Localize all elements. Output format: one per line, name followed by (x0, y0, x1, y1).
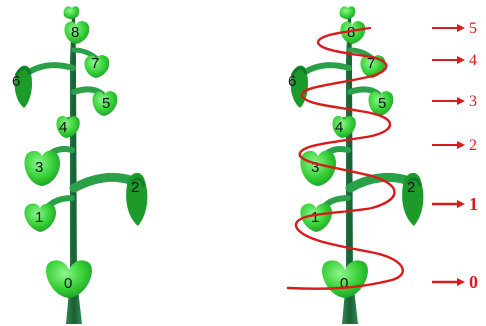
arrow-right-icon (457, 97, 465, 105)
petioles (302, 50, 406, 212)
shoot-tip (340, 6, 356, 19)
leaf-number: 2 (131, 179, 139, 196)
leaf-8: 8 (64, 21, 89, 44)
turn-marker-0: 0 (432, 272, 478, 292)
turn-label: 3 (469, 93, 477, 110)
turn-marker-2: 2 (432, 137, 477, 154)
turn-label: 0 (469, 272, 478, 292)
plant-left: 0 1 2 3 4 5 6 7 (12, 6, 147, 324)
shoot-tip (64, 6, 80, 19)
leaf-number: 8 (71, 24, 79, 41)
leaf-number: 6 (12, 73, 20, 90)
leaf-5: 5 (92, 91, 117, 116)
leaf-number: 1 (311, 209, 319, 226)
turn-marker-1: 1 (432, 194, 478, 214)
leaf-1: 1 (24, 204, 56, 232)
leaf-number: 0 (340, 275, 348, 292)
arrow-right-icon (457, 141, 465, 149)
arrow-right-icon (457, 56, 465, 64)
leaf-number: 4 (335, 119, 343, 136)
arrow-right-icon (457, 200, 465, 208)
leaf-6: 6 (12, 66, 32, 109)
turn-marker-5: 5 (432, 20, 477, 37)
leaf-number: 7 (91, 55, 99, 72)
arrow-right-icon (457, 24, 465, 32)
leaf-3: 3 (300, 151, 336, 186)
leaf-number: 4 (59, 119, 67, 136)
arrow-right-icon (457, 278, 465, 286)
leaf-7: 7 (84, 55, 109, 78)
leaf-2: 2 (402, 173, 423, 226)
turn-label: 1 (469, 194, 478, 214)
leaf-number: 5 (378, 95, 386, 112)
leaf-number: 3 (35, 159, 43, 176)
leaf-number: 6 (288, 73, 296, 90)
turn-label: 4 (469, 52, 477, 69)
turn-label: 5 (469, 20, 477, 37)
leaf-number: 2 (407, 179, 415, 196)
petioles (26, 50, 130, 212)
leaf-0: 0 (46, 260, 92, 298)
turn-marker-4: 4 (432, 52, 477, 69)
turn-marker-3: 3 (432, 93, 477, 110)
leaf-2: 2 (126, 173, 147, 226)
leaf-number: 0 (64, 275, 72, 292)
leaf-3: 3 (24, 151, 60, 186)
leaf-number: 5 (102, 95, 110, 112)
leaf-6: 6 (288, 66, 308, 109)
leaf-number: 1 (35, 209, 43, 226)
turn-label: 2 (469, 137, 477, 154)
leaf-0: 0 (322, 260, 368, 298)
